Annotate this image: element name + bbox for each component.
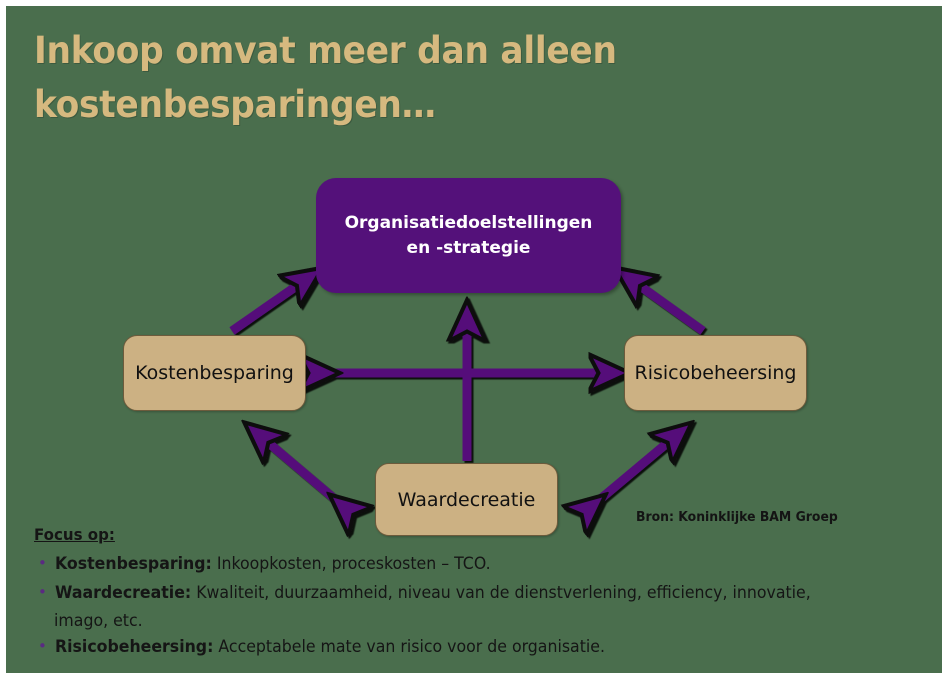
bullet-rest: Kwaliteit, duurzaamheid, niveau van de d… xyxy=(191,583,811,602)
arrow-risk-to-goals xyxy=(629,278,706,335)
focus-list: Focus op: • Kostenbesparing: Inkoopkoste… xyxy=(34,525,914,662)
bullet-dot-icon: • xyxy=(38,583,47,601)
bullet-text: Waardecreatie: Kwaliteit, duurzaamheid, … xyxy=(55,579,811,606)
bullet-lead: Risicobeheersing: xyxy=(55,637,214,656)
list-item: • Kostenbesparing: Inkoopkosten, procesk… xyxy=(34,550,914,577)
bullet-text: Kostenbesparing: Inkoopkosten, proceskos… xyxy=(55,550,491,577)
arrow-cost-value-diagonal xyxy=(258,434,343,506)
box-risicobeheersing[interactable]: Risicobeheersing xyxy=(624,335,807,411)
box-organisatiedoelstellingen[interactable]: Organisatiedoelstellingen en -strategie xyxy=(316,178,621,293)
arrow-value-risk-diagonal xyxy=(592,434,678,506)
slide-title: Inkoop omvat meer dan alleen kostenbespa… xyxy=(34,29,617,126)
slide-canvas: Inkoop omvat meer dan alleen kostenbespa… xyxy=(6,6,942,673)
bullet-lead: Kostenbesparing: xyxy=(55,554,212,573)
bullet-dot-icon: • xyxy=(38,554,47,572)
bullet-dot-icon: • xyxy=(38,637,47,655)
list-item: • Risicobeheersing: Acceptabele mate van… xyxy=(34,633,914,660)
box-waardecreatie[interactable]: Waardecreatie xyxy=(375,463,558,536)
bullet-text: Risicobeheersing: Acceptabele mate van r… xyxy=(55,633,605,660)
bullet-continuation: imago, etc. xyxy=(54,611,143,630)
goals-line-2: en -strategie xyxy=(406,237,531,258)
bullet-lead: Waardecreatie: xyxy=(55,583,192,602)
list-item: • Waardecreatie: Kwaliteit, duurzaamheid… xyxy=(34,579,914,606)
bullet-rest: Inkoopkosten, proceskosten – TCO. xyxy=(211,554,491,573)
box-kostenbesparing[interactable]: Kostenbesparing xyxy=(123,335,306,411)
bullet-rest: Acceptabele mate van risico voor de orga… xyxy=(213,637,605,656)
focus-heading: Focus op: xyxy=(34,525,115,544)
arrow-cost-to-goals xyxy=(229,278,308,335)
source-attribution: Bron: Koninklijke BAM Groep xyxy=(636,509,838,525)
goals-line-1: Organisatiedoelstellingen xyxy=(344,212,593,233)
